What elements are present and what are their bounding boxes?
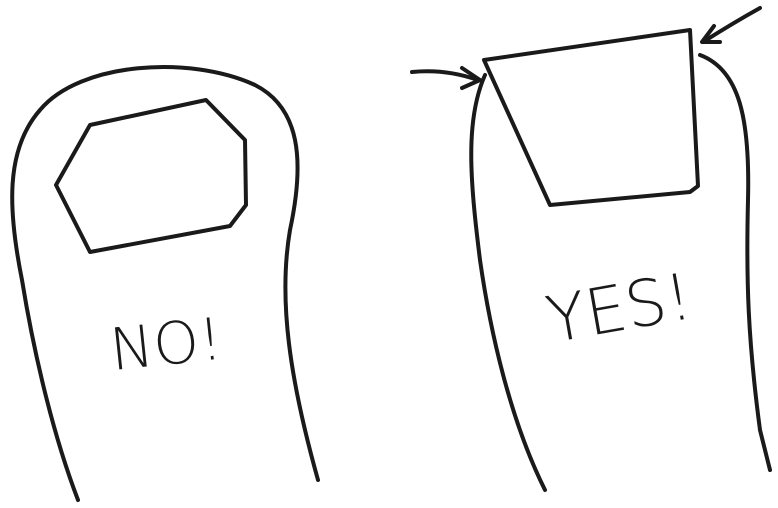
toenail-rounded [56, 100, 246, 252]
panel-correct: YES! [412, 8, 770, 490]
toenail-straight [484, 30, 698, 205]
toe-outline-left [12, 67, 318, 500]
panel-incorrect: NO! [12, 67, 318, 500]
arrow-right-pointer [703, 8, 760, 42]
label-no: NO! [107, 305, 226, 384]
label-yes: YES! [541, 260, 697, 358]
